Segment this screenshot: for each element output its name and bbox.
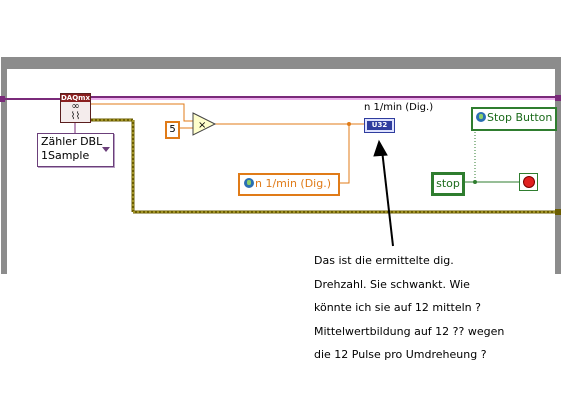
u32-indicator-terminal[interactable]: U32: [364, 118, 395, 133]
daqmx-glasses-icon: ∞⌇⌇: [70, 101, 81, 122]
stop-button-text: Stop Button: [487, 111, 553, 124]
local-variable-rpm[interactable]: n 1/min (Dig.): [238, 173, 340, 196]
while-loop-left-border: [1, 57, 7, 274]
globe-icon: [476, 112, 486, 122]
stop-button-local-variable[interactable]: Stop Button: [471, 107, 557, 131]
bool-junction: [473, 180, 477, 184]
dropdown-arrow-icon: [102, 147, 110, 152]
loop-condition-terminal[interactable]: [519, 173, 538, 191]
numeric-wires: [89, 103, 364, 184]
numeric-constant[interactable]: 5: [165, 121, 180, 139]
stop-sign-icon: [523, 176, 535, 188]
stop-terminal[interactable]: stop: [431, 172, 465, 196]
selector-text: Zähler DBL 1Sample: [41, 135, 103, 162]
daqmx-read-node[interactable]: DAQmx ∞⌇⌇: [60, 93, 91, 123]
stop-terminal-text: stop: [433, 174, 463, 194]
task-wire: [0, 95, 561, 102]
globe-icon: [244, 178, 254, 188]
daqmx-label: DAQmx: [61, 94, 90, 102]
indicator-label: n 1/min (Dig.): [364, 102, 434, 113]
annotation-arrow: [373, 139, 394, 247]
error-wire: [89, 118, 561, 215]
multiply-node: ×: [192, 112, 217, 136]
wire-junction: [347, 122, 351, 126]
svg-text:×: ×: [198, 120, 206, 131]
boolean-wires: [462, 129, 519, 183]
local-variable-text: n 1/min (Dig.): [255, 177, 332, 190]
while-loop-right-border: [555, 57, 561, 274]
annotation-note: Das ist die ermittelte dig. Drehzahl. Si…: [314, 254, 505, 361]
u32-type-label: U32: [367, 121, 392, 130]
while-loop-top-border: [1, 57, 561, 69]
polymorphic-selector[interactable]: Zähler DBL 1Sample: [37, 133, 114, 167]
